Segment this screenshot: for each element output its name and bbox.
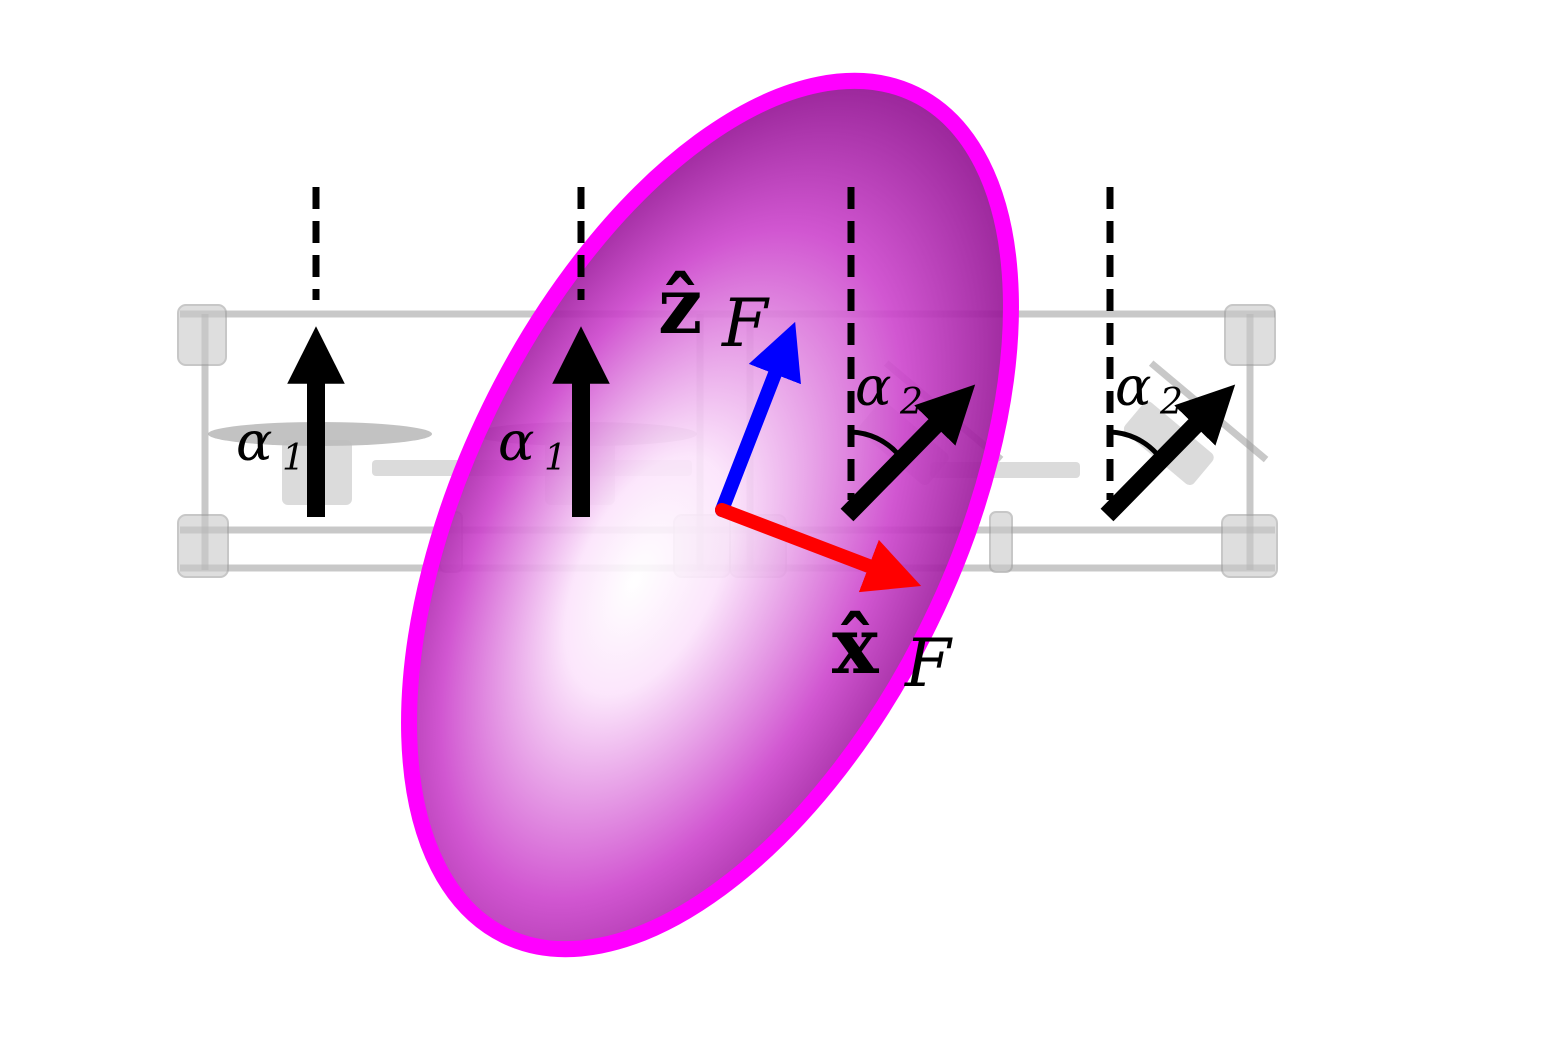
alpha1-symbol-2: α xyxy=(498,410,534,473)
spacer-right xyxy=(989,511,1013,573)
thrust-arrow-4 xyxy=(1100,384,1236,522)
z-axis-symbol: ẑ xyxy=(658,261,702,352)
alpha1-label-2: α 1 xyxy=(498,410,567,479)
z-axis-subscript: F xyxy=(721,285,770,362)
x-axis-subscript: F xyxy=(904,625,953,702)
angle-arc-alpha2-2 xyxy=(1109,429,1159,456)
z-axis-label: ẑ F xyxy=(658,261,770,362)
alpha2-label-2: α 2 xyxy=(1115,355,1183,423)
corner-block-bottom-right xyxy=(1221,514,1278,578)
alpha2-subscript-1: 2 xyxy=(899,382,923,423)
x-axis-arrow xyxy=(715,503,922,593)
alpha2-label-1: α 2 xyxy=(855,355,923,423)
corner-block-bottom-left xyxy=(177,514,229,578)
reference-lines xyxy=(312,187,1114,500)
corner-block-top-right xyxy=(1224,304,1276,366)
alpha2-subscript-2: 2 xyxy=(1159,382,1183,423)
thrust-arrows xyxy=(287,326,1236,522)
x-axis-symbol: x̂ xyxy=(832,601,880,692)
alpha1-symbol-1: α xyxy=(236,410,272,473)
alpha1-subscript-2: 1 xyxy=(544,438,567,479)
alpha1-label-1: α 1 xyxy=(236,410,305,479)
z-axis-arrow xyxy=(715,321,801,517)
x-axis-label: x̂ F xyxy=(832,601,953,702)
alpha1-subscript-1: 1 xyxy=(282,438,305,479)
angle-arc-alpha2-1 xyxy=(850,429,900,456)
thrust-arrow-3 xyxy=(840,384,976,522)
corner-block-top-left xyxy=(177,304,227,366)
alpha2-symbol-1: α xyxy=(855,355,891,418)
alpha2-symbol-2: α xyxy=(1115,355,1151,418)
body-frame-axes xyxy=(715,321,922,593)
force-ellipsoid xyxy=(401,72,1019,958)
